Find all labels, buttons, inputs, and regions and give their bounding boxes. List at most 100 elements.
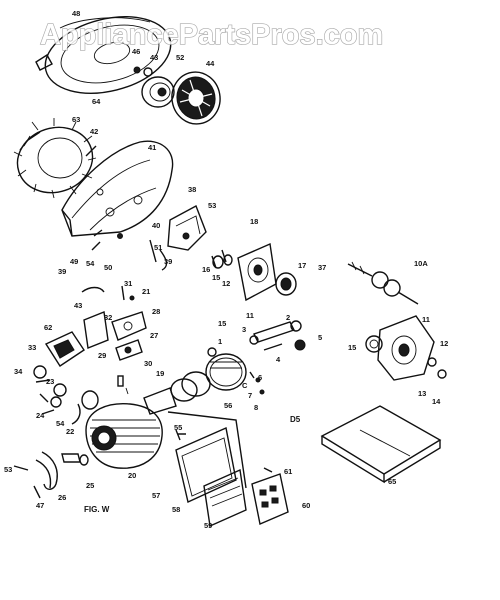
callout-label: 43	[150, 53, 158, 62]
exhaust-26	[13, 451, 89, 499]
callout-label: 28	[152, 307, 160, 316]
cylinder-20	[85, 403, 163, 469]
callout-label: 43	[74, 301, 82, 310]
callout-label: 40	[152, 221, 160, 230]
callout-label: 57	[152, 491, 160, 500]
callout-label: 65	[388, 477, 396, 486]
callout-label: 56	[224, 401, 232, 410]
callout-label: 52	[176, 53, 184, 62]
muffler-parts-left	[35, 379, 81, 425]
callout-label: 10A	[414, 259, 428, 268]
callout-label: 59	[204, 521, 212, 530]
callout-label: 14	[432, 397, 441, 406]
spacer-31	[121, 285, 135, 301]
watermark: AppliancePartsPros.com	[40, 19, 383, 51]
callout-label: 49	[70, 257, 78, 266]
callout-label: 1	[218, 337, 222, 346]
callout-label: 15	[218, 319, 226, 328]
callout-label: 24	[36, 411, 45, 420]
figure-label: FIG. W	[84, 505, 110, 514]
flywheel-63	[13, 118, 97, 199]
callout-label: 54	[56, 419, 65, 428]
bearing-5	[294, 339, 306, 351]
screw-61	[263, 467, 273, 473]
callout-label: 5	[318, 333, 322, 342]
callout-label: 3	[242, 325, 246, 334]
callout-label: 33	[28, 343, 36, 352]
callout-label: 11	[246, 311, 254, 320]
filter-59	[203, 468, 247, 528]
callout-label: 21	[142, 287, 150, 296]
crankcase-11	[365, 315, 447, 381]
gasket-32	[83, 311, 109, 349]
piston-rings	[170, 371, 211, 402]
callout-label: 26	[58, 493, 66, 502]
callout-label: 12	[440, 339, 448, 348]
callout-label: 44	[206, 59, 215, 68]
filter-cover-60	[251, 473, 289, 525]
callout-label: 13	[418, 389, 426, 398]
callout-label: 58	[172, 505, 180, 514]
callout-label: 18	[250, 217, 258, 226]
callout-label: 22	[66, 427, 74, 436]
callout-label: 39	[58, 267, 66, 276]
bearing-plate-center	[211, 242, 277, 302]
carburetor-62	[33, 331, 85, 379]
callout-label: 15	[212, 273, 220, 282]
callout-label: 32	[104, 313, 112, 322]
callout-label: 8	[254, 403, 258, 412]
callout-label: 31	[124, 279, 132, 288]
piston-1	[205, 347, 247, 391]
gaskets-cylinder	[81, 375, 186, 441]
air-filter-box-57	[167, 411, 247, 503]
callout-label: 42	[90, 127, 98, 136]
crankshaft-10A	[347, 261, 419, 305]
callout-label: 20	[128, 471, 136, 480]
starter-pulley-44	[171, 71, 221, 125]
callout-label: 2	[286, 313, 290, 322]
callout-label: 17	[298, 261, 306, 270]
callout-label: 62	[44, 323, 52, 332]
callout-label: 16	[202, 265, 210, 274]
callout-label: 39	[164, 257, 172, 266]
starter-pulley-52	[141, 76, 175, 108]
callout-label: 61	[284, 467, 292, 476]
callout-label: 50	[104, 263, 112, 272]
callout-label: 11	[422, 315, 430, 324]
callout-label: 60	[302, 501, 310, 510]
callout-label: 12	[222, 279, 230, 288]
callout-label: 29	[98, 351, 106, 360]
callout-label: 53	[4, 465, 12, 474]
callout-label: 55	[174, 423, 182, 432]
callout-label: 6	[258, 373, 262, 382]
callout-label: 38	[188, 185, 196, 194]
screws-misc-upper-left	[81, 145, 123, 293]
pins-6-7-8	[249, 371, 265, 395]
callout-label: C	[242, 381, 248, 390]
starter-housing-64	[35, 16, 172, 94]
callout-label: 63	[72, 115, 80, 124]
callout-label: 53	[208, 201, 216, 210]
callout-label: 41	[148, 143, 156, 152]
callout-label: 15	[348, 343, 356, 352]
intake-28	[111, 311, 147, 341]
callout-label: 19	[156, 369, 164, 378]
reed-27	[115, 339, 143, 361]
section-label: D5	[290, 415, 301, 424]
callout-label: 46	[132, 47, 140, 56]
callout-label: 7	[248, 391, 252, 400]
pad-65	[320, 405, 442, 484]
callout-label: 23	[46, 377, 54, 386]
callout-label: 37	[318, 263, 326, 272]
callout-label: 30	[144, 359, 152, 368]
callout-label: 4	[276, 355, 281, 364]
callout-label: 27	[150, 331, 158, 340]
small-washers-46-43	[133, 66, 153, 77]
ignition-module-38	[149, 205, 207, 271]
callout-label: 48	[72, 9, 80, 18]
callout-label: 47	[36, 501, 44, 510]
callout-label: 64	[92, 97, 101, 106]
callout-label: 51	[154, 243, 162, 252]
blower-housing-41	[61, 140, 174, 237]
